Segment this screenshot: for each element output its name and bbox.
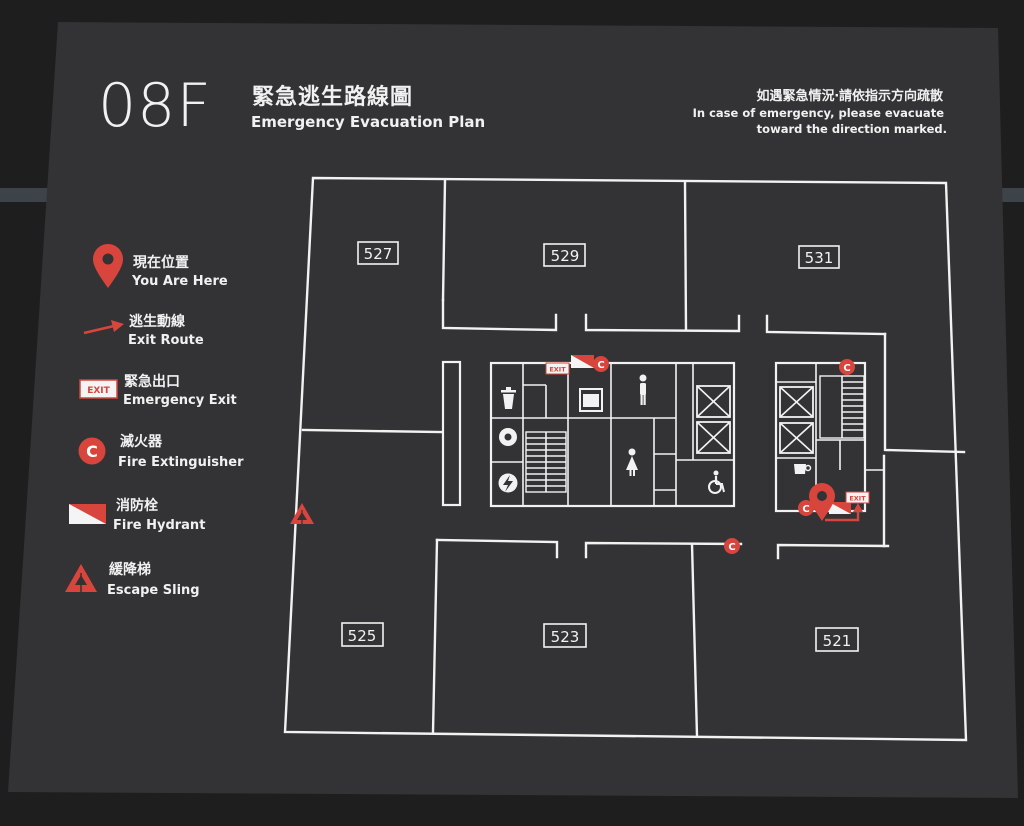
room-527-box bbox=[357, 241, 399, 265]
floor-plan: 527 529 531 525 523 521 bbox=[283, 176, 968, 742]
wall-523-top-left bbox=[435, 538, 559, 559]
wall-531-bottom bbox=[765, 314, 887, 336]
notice-en-line1: In case of emergency, please evacuate bbox=[693, 106, 945, 120]
exit-route-arrow-icon bbox=[825, 503, 863, 522]
legend-hydrant-zh: 消防栓 bbox=[116, 497, 158, 514]
wall-523-top-right bbox=[584, 541, 743, 559]
fire-hydrant-icon bbox=[571, 355, 594, 368]
location-pin-icon bbox=[93, 244, 123, 288]
legend-ext-zh: 滅火器 bbox=[120, 433, 163, 450]
sign-board bbox=[8, 22, 1018, 798]
room-531-box bbox=[798, 245, 840, 269]
extinguisher-letter: C bbox=[843, 363, 850, 374]
title-zh: 緊急逃生路線圖 bbox=[252, 84, 413, 110]
exit-route-arrow-icon bbox=[83, 320, 124, 335]
legend-sling-zh: 緩降梯 bbox=[109, 561, 151, 578]
legend-sling-en: Escape Sling bbox=[107, 583, 200, 598]
wall-521-top bbox=[776, 543, 890, 560]
wall-529-bottom-left bbox=[441, 298, 558, 332]
fire-extinguisher-icon: C bbox=[78, 437, 106, 465]
exit-sign-text: EXIT bbox=[849, 495, 866, 503]
exit-sign-icon: EXIT bbox=[845, 491, 870, 504]
fire-extinguisher-icon: C bbox=[593, 356, 609, 372]
central-core bbox=[489, 361, 736, 508]
exit-sign-text: EXIT bbox=[87, 386, 110, 396]
accessible-icon bbox=[708, 470, 725, 494]
extinguisher-letter: C bbox=[728, 542, 735, 553]
female-restroom-icon bbox=[626, 448, 638, 476]
fire-extinguisher-icon: C bbox=[798, 500, 814, 516]
legend-route-en: Exit Route bbox=[128, 333, 204, 348]
wall-531-side bbox=[883, 332, 966, 454]
room-525-label: 525 bbox=[348, 627, 377, 645]
trash-icon bbox=[501, 387, 516, 409]
wall-527-right bbox=[441, 178, 447, 302]
legend-hydrant-en: Fire Hydrant bbox=[113, 518, 205, 533]
escape-sling-icon bbox=[290, 503, 314, 524]
room-527-label: 527 bbox=[364, 245, 393, 263]
stairs-icon bbox=[819, 375, 865, 439]
room-529-box bbox=[543, 243, 586, 267]
room-523-box bbox=[543, 623, 587, 648]
extinguisher-letter: C bbox=[597, 360, 604, 371]
fire-hydrant-icon bbox=[829, 502, 851, 514]
exit-sign-text: EXIT bbox=[549, 366, 566, 374]
elevator-icon bbox=[779, 386, 814, 454]
exit-sign-icon: EXIT bbox=[545, 362, 570, 375]
legend-exit-en: Emergency Exit bbox=[123, 393, 237, 408]
gear-icon bbox=[499, 428, 517, 446]
fire-extinguisher-icon: C bbox=[839, 359, 855, 375]
room-523-label: 523 bbox=[551, 628, 580, 646]
legend-here-zh: 現在位置 bbox=[133, 254, 189, 271]
legend-exit-zh: 緊急出口 bbox=[124, 373, 180, 390]
corridor-column bbox=[441, 360, 462, 507]
outer-wall bbox=[283, 176, 968, 742]
room-521-label: 521 bbox=[823, 632, 852, 650]
notice-zh: 如遇緊急情況‧請依指示方向疏散 bbox=[756, 88, 944, 104]
title-en: Emergency Evacuation Plan bbox=[251, 113, 485, 131]
stairs-icon bbox=[525, 431, 567, 493]
room-529-label: 529 bbox=[551, 247, 580, 265]
exit-sign-icon: EXIT bbox=[79, 379, 118, 399]
legend-route-zh: 逃生動線 bbox=[129, 313, 185, 330]
location-pin-icon bbox=[809, 483, 835, 521]
legend: 現在位置 You Are Here 逃生動線 Exit Route EXIT 緊… bbox=[65, 244, 244, 598]
wall-529-531 bbox=[683, 180, 688, 332]
escape-sling-icon bbox=[65, 564, 97, 592]
electric-icon bbox=[498, 473, 518, 493]
wall-525-523 bbox=[431, 538, 439, 734]
fire-hydrant-icon bbox=[69, 504, 106, 524]
coffee-icon bbox=[794, 464, 812, 474]
fire-extinguisher-icon: C bbox=[724, 538, 740, 554]
extinguisher-letter: C bbox=[86, 442, 98, 461]
wall-523-521 bbox=[690, 542, 699, 738]
floor-number: 08F bbox=[98, 71, 212, 141]
male-restroom-icon bbox=[639, 374, 647, 405]
washing-machine-icon bbox=[579, 388, 603, 412]
legend-ext-en: Fire Extinguisher bbox=[118, 455, 244, 470]
notice-en-line2: toward the direction marked. bbox=[757, 122, 947, 136]
room-531-label: 531 bbox=[805, 249, 834, 267]
extinguisher-letter: C bbox=[802, 504, 809, 515]
wall-527-bottom bbox=[301, 428, 443, 434]
room-521-box bbox=[815, 627, 859, 652]
room-525-box bbox=[341, 622, 384, 647]
elevator-icon bbox=[696, 385, 731, 454]
wall-529-bottom-right bbox=[584, 313, 741, 333]
legend-here-en: You Are Here bbox=[131, 274, 228, 289]
